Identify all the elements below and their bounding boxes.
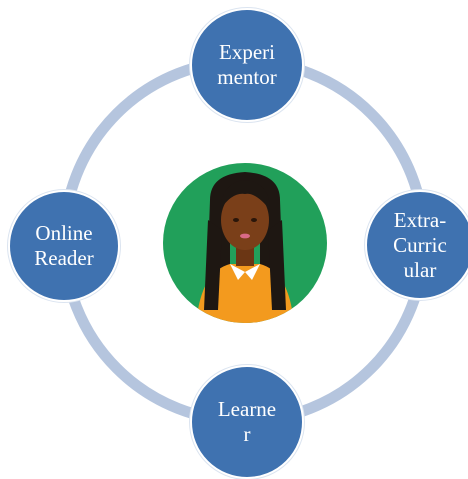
- node-extra-curricular: Extra-Curric ular: [365, 190, 468, 300]
- node-extra-curricular-label: Extra-Curric ular: [393, 207, 447, 282]
- node-experimentor: Experi mentor: [190, 8, 304, 122]
- node-online-reader: Online Reader: [8, 190, 120, 302]
- node-learner: Learne r: [190, 365, 304, 479]
- student-avatar-icon: [161, 161, 329, 325]
- node-learner-label: Learne r: [217, 397, 277, 446]
- node-experimentor-label: Experi mentor: [217, 40, 277, 89]
- node-online-reader-label: Online Reader: [34, 221, 94, 270]
